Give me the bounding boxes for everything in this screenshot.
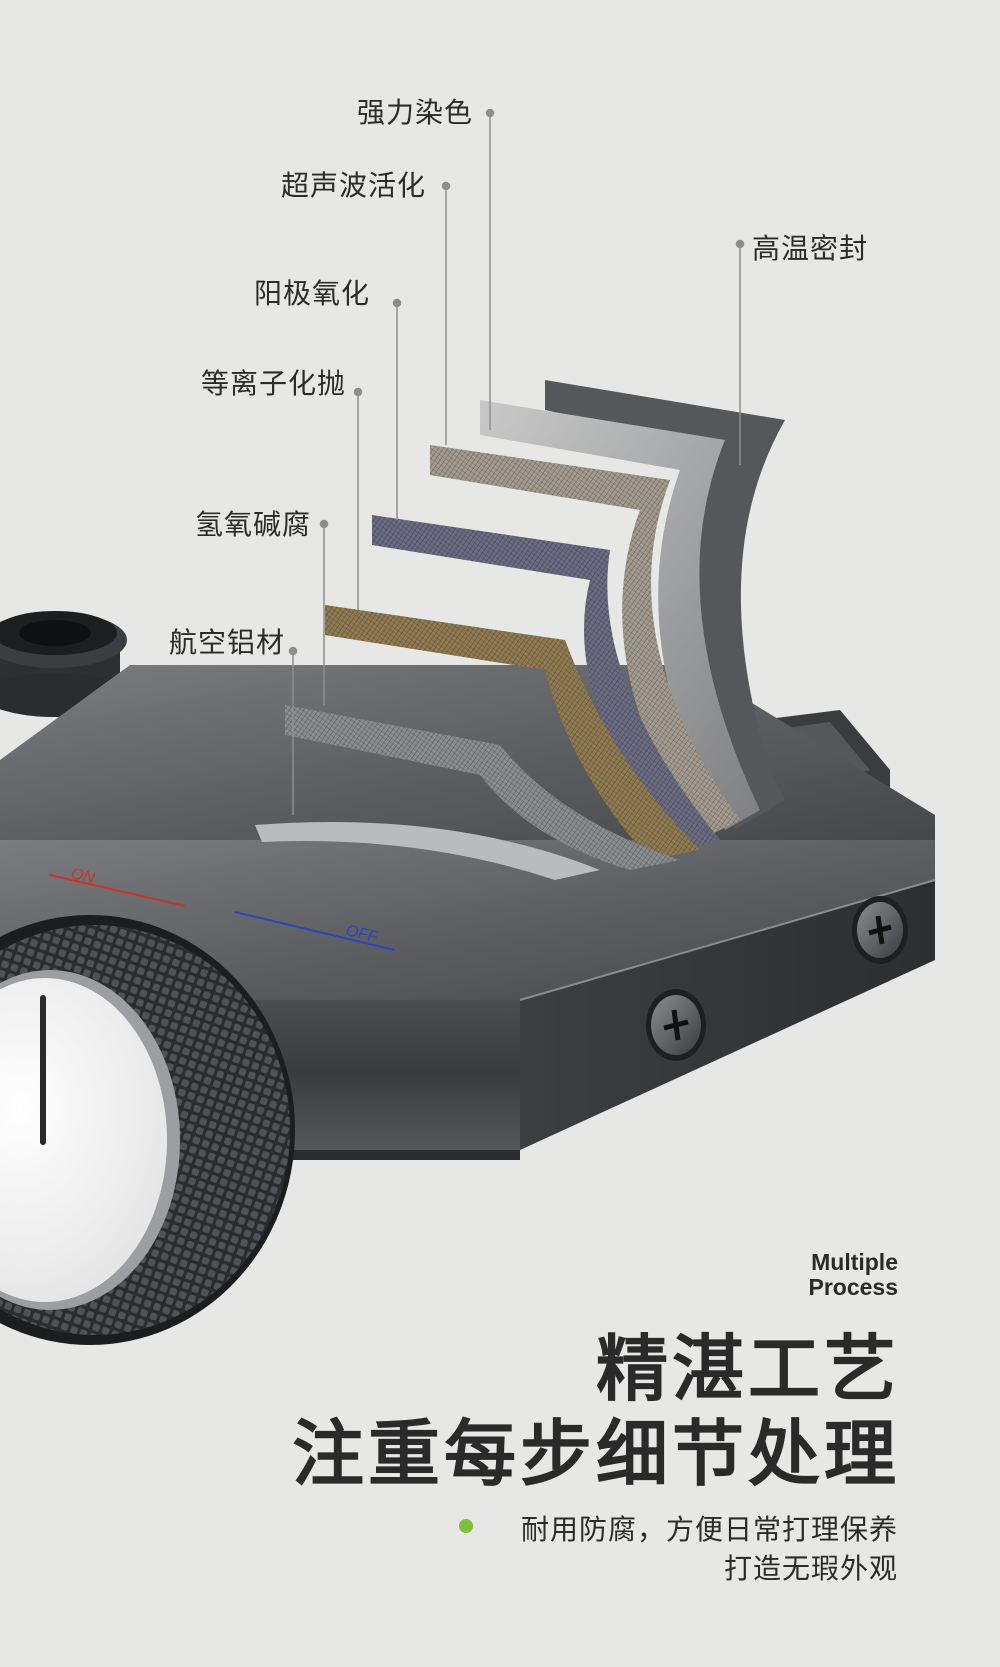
on-label: ON — [69, 865, 97, 887]
english-tag-line1: Multiple — [811, 1249, 898, 1275]
english-tag-line2: Process — [808, 1274, 898, 1300]
top-connector — [0, 611, 127, 717]
layer-label-seal: 高温密封 — [752, 232, 869, 265]
layer-aluminum — [255, 822, 600, 880]
layer-label-aluminum: 航空铝材 — [169, 626, 286, 659]
subtitle-line2: 打造无瑕外观 — [723, 1552, 898, 1585]
subtitle-line1: 耐用防腐，方便日常打理保养 — [520, 1513, 898, 1546]
screw-side — [852, 896, 908, 964]
callout-lines — [288, 108, 745, 815]
layer-label-corrosion: 氢氧碱腐 — [195, 508, 312, 541]
temperature-knob[interactable] — [0, 915, 295, 1345]
process-layers — [255, 380, 785, 880]
layer-label-anodize: 阳极氧化 — [254, 277, 371, 310]
layer-label-dye: 强力染色 — [357, 96, 474, 129]
english-tag: Multiple Process — [808, 1250, 898, 1300]
layer-seal — [545, 380, 785, 830]
headline-line1: 精湛工艺 — [595, 1327, 900, 1411]
headline-line2: 注重每步细节处理 — [291, 1412, 900, 1496]
bullet-dot — [459, 1519, 473, 1533]
on-marking: ON — [49, 865, 186, 907]
layer-label-plasma: 等离子化抛 — [201, 367, 347, 400]
knob-indicator — [40, 995, 46, 1145]
layer-label-ultrasonic: 超声波活化 — [281, 169, 427, 202]
layer-seal-face — [480, 400, 760, 830]
screw-front — [646, 989, 706, 1061]
